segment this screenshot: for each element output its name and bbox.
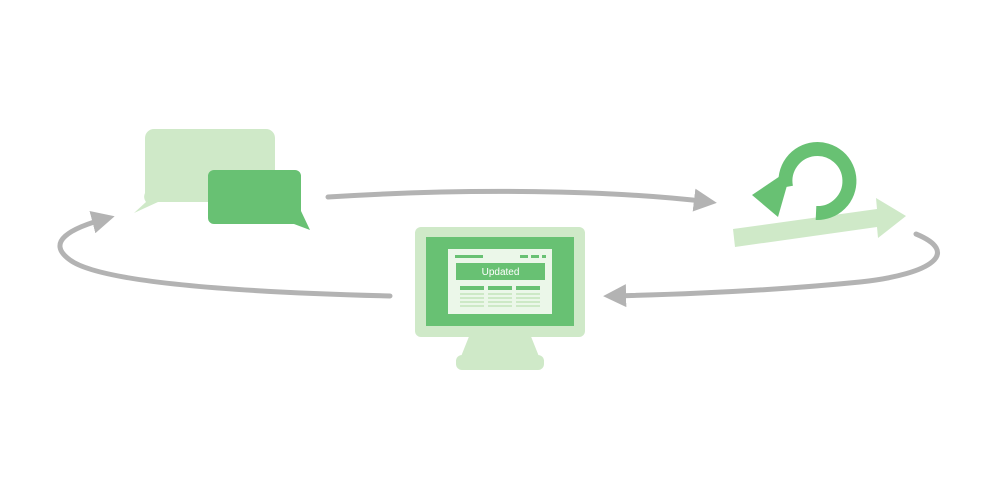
webpage-panel xyxy=(448,249,552,314)
webpage-column-3 xyxy=(516,286,540,307)
monitor-base xyxy=(456,355,544,370)
webpage-column-2 xyxy=(488,286,512,307)
monitor-stand xyxy=(460,334,540,359)
updated-banner xyxy=(456,263,545,280)
chat-bubbles-icon xyxy=(134,129,310,230)
updated-label: Updated xyxy=(482,267,520,278)
refresh-icon xyxy=(733,142,906,247)
webpage-title-line xyxy=(455,255,483,258)
webpage-nav-dots xyxy=(520,255,546,258)
refresh-circular-arrow xyxy=(778,142,857,221)
arrow-monitor-to-chat xyxy=(57,210,393,299)
refresh-arrowhead xyxy=(752,168,792,217)
arrow-refresh-to-monitor xyxy=(603,231,940,308)
webpage-column-1 xyxy=(460,286,484,307)
monitor-icon: Updated xyxy=(415,227,585,370)
arrow-chat-to-refresh xyxy=(325,188,717,212)
chat-bubble-front xyxy=(208,170,310,230)
refresh-motion-bar xyxy=(733,198,906,247)
